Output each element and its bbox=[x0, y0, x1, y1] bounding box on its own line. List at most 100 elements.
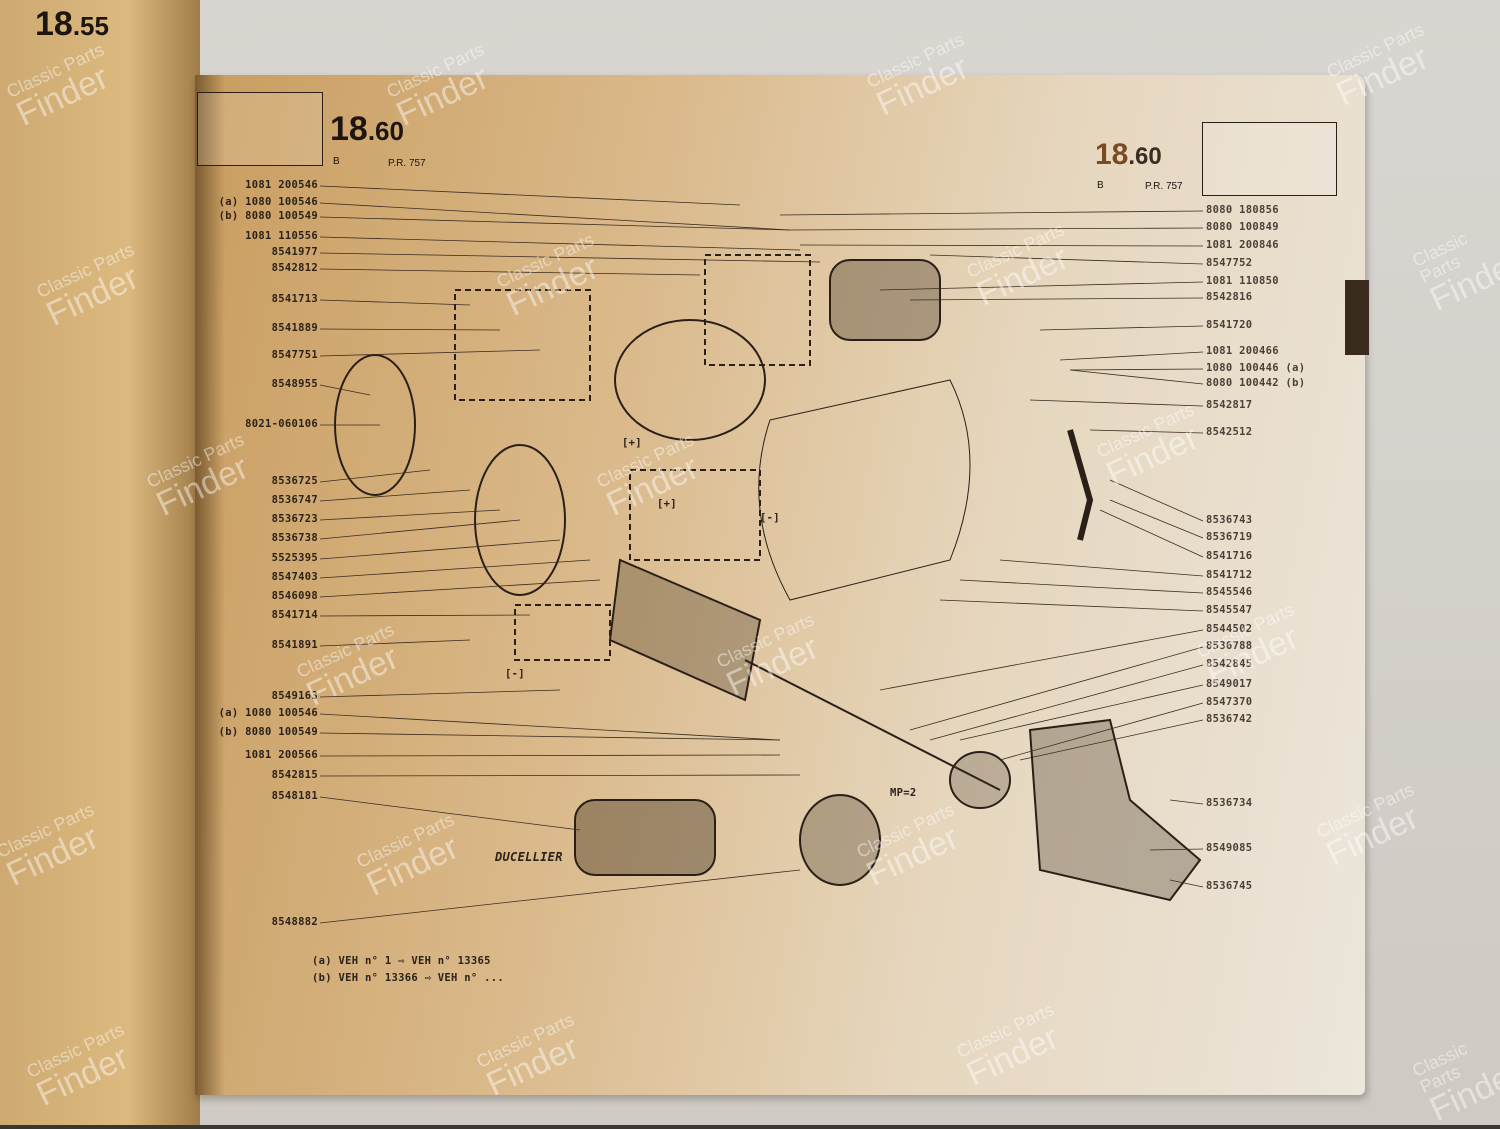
leader-line bbox=[1109, 499, 1204, 539]
leader-line bbox=[999, 702, 1204, 761]
leader-line bbox=[319, 689, 561, 698]
leader-line bbox=[879, 629, 1204, 691]
part-number-label: 8541716 bbox=[1206, 550, 1253, 562]
part-number-label: 8547370 bbox=[1206, 696, 1253, 708]
catalog-page bbox=[195, 75, 1365, 1095]
leader-line bbox=[319, 579, 601, 598]
left-page-section: 18.55 bbox=[35, 5, 109, 44]
part-number-label: 8542817 bbox=[1206, 399, 1253, 411]
part-number-label: 8541712 bbox=[1206, 569, 1253, 581]
part-number-label: 8536747 bbox=[271, 494, 318, 506]
leader-line bbox=[319, 519, 521, 540]
ref: P.R. 757 bbox=[1145, 181, 1183, 192]
leader-line bbox=[319, 713, 781, 741]
part-number-label: 8541889 bbox=[271, 322, 318, 334]
footnote-b: (b) VEH n° 13366 ⇨ VEH n° ... bbox=[312, 972, 505, 984]
leader-line bbox=[929, 254, 1204, 265]
part-number-label: 8536725 bbox=[271, 475, 318, 487]
part-number-label: 8548882 bbox=[271, 916, 318, 928]
part-number-label: 8549163 bbox=[271, 690, 318, 702]
leader-line bbox=[879, 281, 1204, 291]
part-number-label: 1080 100446 (a) bbox=[1206, 362, 1306, 374]
leader-line bbox=[319, 469, 431, 483]
part-number-label: 8541977 bbox=[271, 246, 318, 258]
leader-line bbox=[319, 202, 791, 231]
lever bbox=[1067, 429, 1094, 541]
left-page: 18.55 bbox=[0, 0, 200, 1125]
part-number-label: 8536743 bbox=[1206, 514, 1253, 526]
yoke bbox=[758, 379, 971, 601]
part-number-label: (b) 8080 100549 bbox=[218, 210, 318, 222]
leader-line bbox=[909, 297, 1204, 301]
part-number-label: 8536745 bbox=[1206, 880, 1253, 892]
header-left: 18.60 bbox=[330, 110, 404, 149]
leader-line bbox=[1099, 509, 1204, 558]
drive-gear bbox=[799, 794, 881, 886]
leader-line bbox=[319, 796, 581, 831]
leader-line bbox=[799, 244, 1204, 247]
field-coil bbox=[614, 319, 766, 441]
leader-line bbox=[1039, 325, 1204, 331]
leader-line bbox=[319, 268, 701, 276]
leader-line bbox=[319, 252, 821, 263]
part-number-label: 8536738 bbox=[271, 532, 318, 544]
leader-line bbox=[999, 559, 1204, 577]
washer-kit-box bbox=[704, 254, 811, 366]
leader-line bbox=[1059, 351, 1204, 361]
part-number-label: 8080 100442 (b) bbox=[1206, 377, 1306, 389]
part-number-label: 1081 200466 bbox=[1206, 345, 1279, 357]
starter-assembly bbox=[574, 799, 716, 876]
part-number-label: 1081 200566 bbox=[245, 749, 318, 761]
starter-thumbnail-right bbox=[1202, 122, 1337, 196]
part-number-label: 8549017 bbox=[1206, 678, 1253, 690]
leader-line bbox=[319, 489, 471, 502]
part-number-label: 8545547 bbox=[1206, 604, 1253, 616]
subsection-number: .55 bbox=[72, 11, 109, 41]
leader-line bbox=[1169, 879, 1204, 888]
leader-line bbox=[1149, 848, 1204, 851]
leader-line bbox=[959, 579, 1204, 594]
part-number-label: 8545546 bbox=[1206, 586, 1253, 598]
leader-line bbox=[1029, 399, 1204, 407]
part-number-label: (a) 1080 100546 bbox=[218, 196, 318, 208]
part-number-label: 8541714 bbox=[271, 609, 318, 621]
subsection-number: .60 bbox=[1128, 143, 1162, 170]
leader-line bbox=[319, 869, 801, 924]
part-number-label: 1081 200846 bbox=[1206, 239, 1279, 251]
page-spine bbox=[195, 75, 225, 1095]
part-number-label: 8542812 bbox=[271, 262, 318, 274]
part-number-label: 8547752 bbox=[1206, 257, 1253, 269]
variant: B bbox=[333, 156, 340, 167]
part-number-label: 1081 200546 bbox=[245, 179, 318, 191]
polarity-plus: [+] bbox=[657, 498, 677, 510]
part-number-label: 8080 180856 bbox=[1206, 204, 1279, 216]
part-number-label: 8541713 bbox=[271, 293, 318, 305]
part-number-label: 8544502 bbox=[1206, 623, 1253, 635]
part-number-label: 8549085 bbox=[1206, 842, 1253, 854]
part-number-label: 1081 110850 bbox=[1206, 275, 1279, 287]
leader-line bbox=[319, 539, 561, 560]
leader-line bbox=[319, 349, 541, 357]
footnote-a: (a) VEH n° 1 ⇨ VEH n° 13365 bbox=[312, 955, 491, 967]
part-number-label: 8546098 bbox=[271, 590, 318, 602]
part-number-label: 8547751 bbox=[271, 349, 318, 361]
part-number-label: 8536723 bbox=[271, 513, 318, 525]
leader-line bbox=[1069, 369, 1204, 385]
leader-line bbox=[319, 328, 501, 331]
part-number-label: 1081 110556 bbox=[245, 230, 318, 242]
brand-label: DUCELLIER bbox=[495, 850, 563, 864]
mp-marker: MP=2 bbox=[890, 787, 917, 799]
leader-line bbox=[319, 639, 471, 647]
leader-line bbox=[319, 299, 471, 306]
part-number-label: 5525395 bbox=[271, 552, 318, 564]
variant: B bbox=[1097, 180, 1104, 191]
part-number-label: 8548955 bbox=[271, 378, 318, 390]
polarity-plus: [+] bbox=[622, 437, 642, 449]
armature bbox=[608, 558, 762, 702]
ref: P.R. 757 bbox=[388, 158, 426, 169]
part-number-label: 8080 100849 bbox=[1206, 221, 1279, 233]
leader-line bbox=[319, 754, 781, 757]
leader-line bbox=[789, 227, 1204, 231]
header-right: 18.60 bbox=[1095, 138, 1162, 172]
